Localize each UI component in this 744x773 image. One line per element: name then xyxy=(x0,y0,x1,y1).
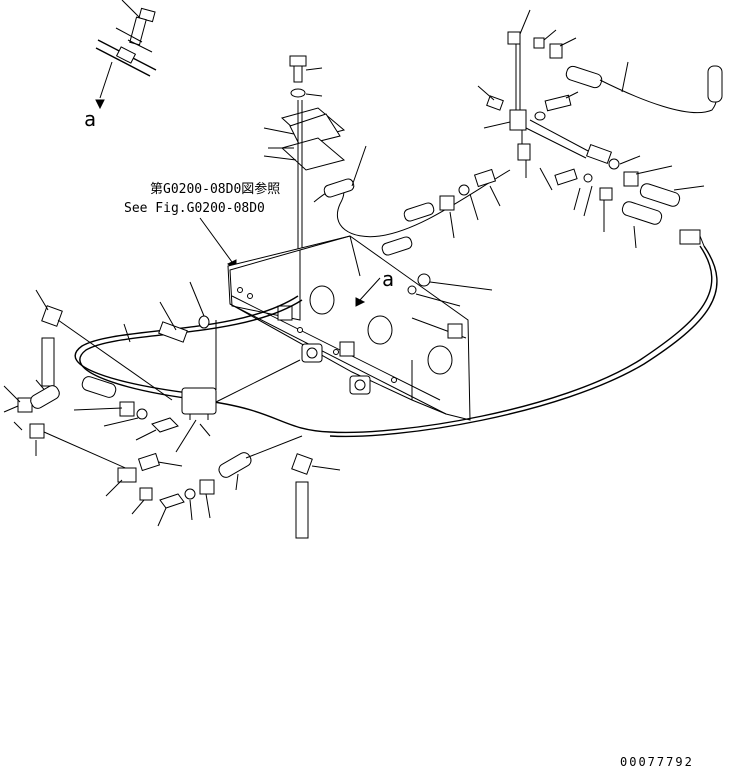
nut xyxy=(533,37,545,49)
hose-sleeve xyxy=(639,183,681,207)
elbow xyxy=(41,305,63,327)
ref-arrow-line xyxy=(199,217,233,263)
nut xyxy=(599,187,613,201)
hose-vertical xyxy=(41,337,55,387)
arrow-head-icon xyxy=(355,297,366,307)
washer xyxy=(198,315,210,329)
detail-a-clip-assembly: a xyxy=(84,0,157,131)
fitting xyxy=(585,143,613,165)
frame-block xyxy=(447,323,463,339)
nut xyxy=(417,273,431,287)
o-ring xyxy=(184,488,196,500)
frame-block xyxy=(277,305,293,321)
adapter xyxy=(137,452,161,472)
frame-hole xyxy=(427,345,453,375)
frame-block xyxy=(339,341,355,357)
detail-mark-center: a xyxy=(382,267,394,291)
elbow xyxy=(554,168,578,186)
pipe-segment-top-left xyxy=(95,39,157,77)
elbow xyxy=(151,417,179,433)
tee-block xyxy=(509,109,527,131)
nut xyxy=(139,487,153,501)
adapter xyxy=(473,168,497,188)
fitting xyxy=(117,467,137,483)
hose-vertical xyxy=(295,481,309,539)
hose-sleeve xyxy=(218,452,252,478)
elbow-top xyxy=(507,31,521,45)
elbow xyxy=(159,493,185,509)
detail-mark-top: a xyxy=(84,107,96,131)
tube-upper-right xyxy=(599,69,718,114)
frame-hole xyxy=(367,315,393,345)
ref-note-en: See Fig.G0200-08D0 xyxy=(124,201,265,216)
hose-sleeve xyxy=(381,236,413,256)
hose-sleeve xyxy=(621,201,663,225)
washer xyxy=(407,285,417,295)
bolt-shank xyxy=(293,65,303,83)
pipe-loop xyxy=(74,245,718,438)
ref-note-ja: 第G0200-08D0図参照 xyxy=(150,181,280,197)
nut xyxy=(17,397,33,413)
hose-sleeve xyxy=(81,376,117,398)
o-ring xyxy=(608,158,620,170)
right-fittings xyxy=(539,143,705,249)
left-parts xyxy=(3,281,341,539)
bolt-top-left xyxy=(129,7,156,46)
bolt xyxy=(544,94,572,112)
nut xyxy=(199,479,215,495)
tee-manifold xyxy=(477,9,723,159)
detail-arrow-line xyxy=(99,61,113,99)
middle-fittings xyxy=(407,130,531,307)
valve-right xyxy=(349,375,371,395)
nut xyxy=(119,401,135,417)
leader-line xyxy=(127,39,153,53)
bolt-head xyxy=(289,55,307,67)
tee-small xyxy=(517,143,531,161)
valve-left xyxy=(301,343,323,363)
elbow xyxy=(291,453,313,475)
nut xyxy=(439,195,455,211)
filter-valve xyxy=(181,387,217,420)
clamp xyxy=(679,229,701,245)
hose-sleeve xyxy=(30,385,60,409)
o-ring xyxy=(136,408,148,420)
washer xyxy=(534,111,546,121)
washer xyxy=(290,88,306,98)
arrow-head-icon xyxy=(95,99,105,110)
drawing-number: 00077792 xyxy=(620,755,694,769)
main-frame-bracket xyxy=(227,235,471,421)
hose-sleeve xyxy=(565,65,603,89)
leader-line xyxy=(121,0,141,19)
nut xyxy=(29,423,45,439)
bolt xyxy=(158,321,188,343)
hose-sleeve xyxy=(403,202,435,222)
frame-hole xyxy=(309,285,335,315)
hose-end xyxy=(707,65,723,103)
hose-sleeve xyxy=(323,178,355,198)
o-ring xyxy=(458,184,470,196)
clip-plate-lower xyxy=(280,137,346,171)
nut xyxy=(549,43,563,59)
leader-line xyxy=(115,27,143,43)
nut xyxy=(623,171,639,187)
plug xyxy=(486,95,504,111)
